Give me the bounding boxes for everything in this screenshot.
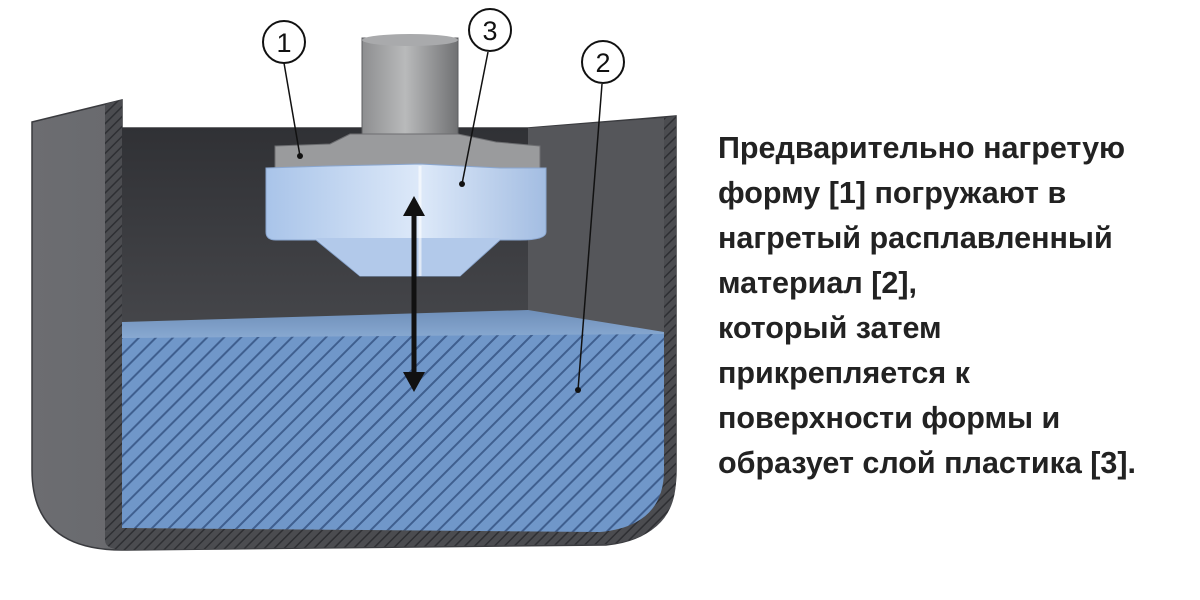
mold-cone xyxy=(316,238,500,276)
leader-dot-material xyxy=(575,387,581,393)
description-text: Предварительно нагретую форму [1] погруж… xyxy=(718,126,1188,486)
callout-mold-label: 1 xyxy=(276,28,291,58)
mold-shaft xyxy=(361,37,459,149)
caption-line: который затем xyxy=(718,311,942,345)
mold-shaft-top xyxy=(362,34,458,46)
tank-wall-section-left xyxy=(105,100,122,532)
caption-line: форму [1] погружают в xyxy=(718,176,1067,210)
arrow-head-up xyxy=(403,196,425,216)
motion-arrow xyxy=(403,196,425,392)
molten-material xyxy=(122,310,664,532)
leader-dot-plastic xyxy=(459,181,465,187)
tank-wall-section-bottom xyxy=(105,528,610,550)
tank-inner-side xyxy=(528,118,664,336)
leader-lines xyxy=(283,51,603,393)
arrow-head-down xyxy=(403,372,425,392)
leader-line-mold xyxy=(283,62,301,157)
callout-plastic-layer-label: 3 xyxy=(482,16,497,46)
leader-line-plastic xyxy=(461,51,489,185)
rotomolding-diagram: 1 3 2 xyxy=(31,8,677,551)
material-body xyxy=(122,334,664,532)
caption-line: материал [2], xyxy=(718,266,917,300)
caption-line: прикрепляется к xyxy=(718,356,970,390)
leader-dot-mold xyxy=(297,153,303,159)
caption-line: нагретый расплавленный xyxy=(718,221,1113,255)
caption-line: Предварительно нагретую xyxy=(718,131,1126,165)
callout-material: 2 xyxy=(581,40,625,84)
caption-line: поверхности формы и xyxy=(718,401,1061,435)
mold-assembly xyxy=(265,34,547,277)
leader-line-material xyxy=(577,83,603,391)
callout-plastic-layer: 3 xyxy=(468,8,512,52)
caption-line: образует слой пластика [3]. xyxy=(718,446,1137,480)
callout-material-label: 2 xyxy=(595,48,610,78)
callout-mold: 1 xyxy=(262,20,306,64)
tank-wall-section-right xyxy=(600,116,676,544)
